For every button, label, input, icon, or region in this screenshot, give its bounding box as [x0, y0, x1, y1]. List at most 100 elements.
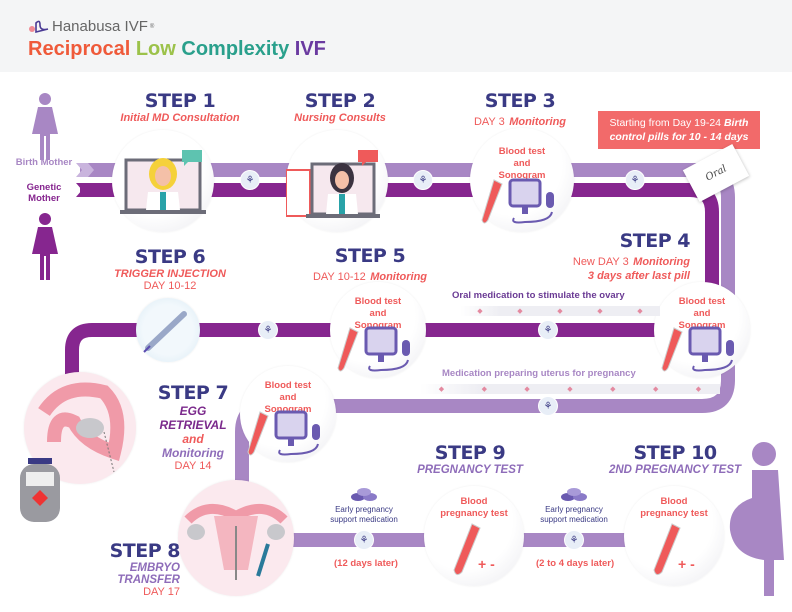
blood-test-sonogram-icon: [481, 178, 554, 224]
birth-control-start: Starting from Day 19-24: [609, 117, 722, 129]
step-1-subtitle: Initial MD Consultation: [120, 112, 240, 124]
test-result-sign: + -: [478, 556, 495, 572]
early-support-note-1: Early pregnancy support medication: [330, 505, 398, 524]
swan-badge-icon: ⚘: [625, 170, 645, 190]
step-9-subtitle: PREGNANCY TEST: [417, 464, 523, 476]
pills-icon: [561, 488, 587, 501]
birth-control-duration: Birth control pills for 10 - 14 days: [609, 117, 749, 143]
later-note-1: (12 days later): [334, 558, 398, 569]
step-2-subtitle: Nursing Consults: [294, 112, 386, 124]
step-6-day: DAY 10-12: [143, 280, 197, 292]
step-7-subtitle: EGG RETRIEVAL: [159, 404, 227, 432]
step-8-day: DAY 17: [143, 586, 180, 598]
step-4-title: STEP 4: [619, 230, 691, 252]
page-title: Reciprocal Low Complexity IVF: [28, 38, 326, 61]
genetic-mother-figure-icon: [32, 213, 58, 280]
step-2-circle: [285, 130, 388, 232]
blood-tube-icon: [653, 523, 681, 576]
blood-test-sonogram-icon: [247, 410, 320, 456]
swan-badge-icon: ⚘: [413, 170, 433, 190]
swan-badge-icon: ⚘: [538, 320, 558, 340]
swan-badge-icon: ⚘: [564, 530, 584, 550]
step-9: STEP 9 PREGNANCY TEST: [410, 442, 530, 476]
doctor-laptop-icon: [120, 150, 206, 214]
blood-test-sonogram-icon: [661, 326, 734, 372]
step-10-circle: Blood pregnancy test + -: [624, 486, 724, 586]
step-4-subtitle: Monitoring: [633, 256, 690, 268]
later-note-2: (2 to 4 days later): [536, 558, 615, 569]
step-7-subtitle-2: Monitoring: [162, 446, 224, 460]
step-3: STEP 3 DAY 3 Monitoring: [450, 90, 590, 130]
swan-badge-icon: ⚘: [240, 170, 260, 190]
step-7-circle: Blood test and Sonogram: [240, 366, 336, 462]
step-8-subtitle: EMBRYO TRANSFER: [117, 562, 180, 586]
step-9-title: STEP 9: [434, 442, 506, 464]
step-9-circle-label: Blood pregnancy test: [440, 496, 508, 519]
step-1-circle: [112, 130, 214, 232]
step-1: STEP 1 Initial MD Consultation: [100, 90, 260, 124]
brand-logo: Hanabusa IVF®: [28, 18, 154, 35]
blood-tube-icon: [453, 523, 481, 576]
liquid-nitrogen-tank-icon: [20, 458, 60, 522]
step-5-subtitle: Monitoring: [370, 271, 428, 283]
swan-badge-icon: ⚘: [538, 396, 558, 416]
step-5: STEP 5 DAY 10-12 Monitoring: [310, 245, 430, 285]
swan-badge-icon: ⚘: [258, 320, 278, 340]
step-8: STEP 8 EMBRYO TRANSFER DAY 17: [90, 540, 181, 598]
step-3-day: DAY 3: [473, 116, 505, 128]
step-6-subtitle: TRIGGER INJECTION: [114, 268, 226, 280]
syringe-icon: [143, 311, 187, 353]
step-2-title: STEP 2: [304, 90, 376, 112]
title-word-low: Low: [135, 38, 176, 60]
step-3-title: STEP 3: [484, 90, 556, 112]
swan-logo-icon: [29, 20, 49, 33]
step-7-and: and: [182, 432, 204, 446]
ovary-retrieval-icon: [38, 382, 125, 473]
step-9-circle: Blood pregnancy test + -: [424, 486, 524, 586]
step-10-title: STEP 10: [633, 442, 717, 464]
step-7-day: DAY 14: [174, 460, 212, 472]
step-5-circle-label: Blood test and Sonogram: [354, 296, 402, 331]
step-1-title: STEP 1: [144, 90, 216, 112]
egg-retrieval-circle: [24, 372, 136, 484]
step-10-circle-label: Blood pregnancy test: [640, 496, 708, 519]
early-support-note-2: Early pregnancy support medication: [540, 505, 608, 524]
title-word-ivf: IVF: [294, 38, 326, 60]
step-5-day: DAY 10-12: [312, 271, 366, 283]
step-4-circle-label: Blood test and Sonogram: [678, 296, 726, 331]
uterus-pill-row: ◆◆◆◆◆◆◆: [420, 384, 720, 394]
step-4: STEP 4 New DAY 3 Monitoring 3 days after…: [540, 230, 691, 282]
step-7-title: STEP 7: [157, 382, 229, 404]
step-3-subtitle: Monitoring: [509, 116, 567, 128]
genetic-mother-label: Genetic Mother: [26, 182, 62, 204]
step-10: STEP 10 2ND PREGNANCY TEST: [600, 442, 750, 476]
genetic-chevron: [76, 183, 94, 197]
pills-icon: [351, 488, 377, 501]
pill-box-label: Oral: [703, 162, 729, 184]
brand-name: Hanabusa IVF: [52, 18, 148, 35]
step-6-title: STEP 6: [134, 246, 206, 268]
step-8-title: STEP 8: [109, 540, 181, 562]
step-6: STEP 6 TRIGGER INJECTION DAY 10-12: [100, 246, 240, 292]
step-4-day: New DAY 3: [572, 256, 629, 268]
uterus-medication-label: Medication preparing uterus for pregnanc…: [442, 368, 636, 379]
step-10-subtitle: 2ND PREGNANCY TEST: [608, 464, 742, 476]
step-6-circle: [136, 298, 200, 362]
step-4-circle: Blood test and Sonogram: [654, 282, 750, 378]
step-7-circle-label: Blood test and Sonogram: [264, 380, 312, 415]
birth-mother-label: Birth Mother: [15, 157, 73, 168]
pregnant-woman-icon: [729, 442, 784, 596]
header: Hanabusa IVF® Reciprocal Low Complexity …: [0, 0, 792, 72]
step-8-circle: [178, 480, 294, 596]
title-word-complexity: Complexity: [181, 38, 290, 60]
birth-mother-figure-icon: [32, 93, 58, 160]
step-7: STEP 7 EGG RETRIEVAL and Monitoring DAY …: [148, 382, 238, 472]
test-result-sign: + -: [678, 556, 695, 572]
blood-test-sonogram-icon: [337, 326, 410, 372]
oral-medication-label: Oral medication to stimulate the ovary: [452, 290, 625, 301]
brand-mark: ®: [149, 23, 155, 30]
birth-control-note: Starting from Day 19-24 Birth control pi…: [598, 111, 760, 149]
step-3-circle: Blood test and Sonogram: [470, 128, 574, 232]
uterus-transfer-icon: [184, 504, 288, 580]
birth-chevron: [76, 163, 94, 177]
